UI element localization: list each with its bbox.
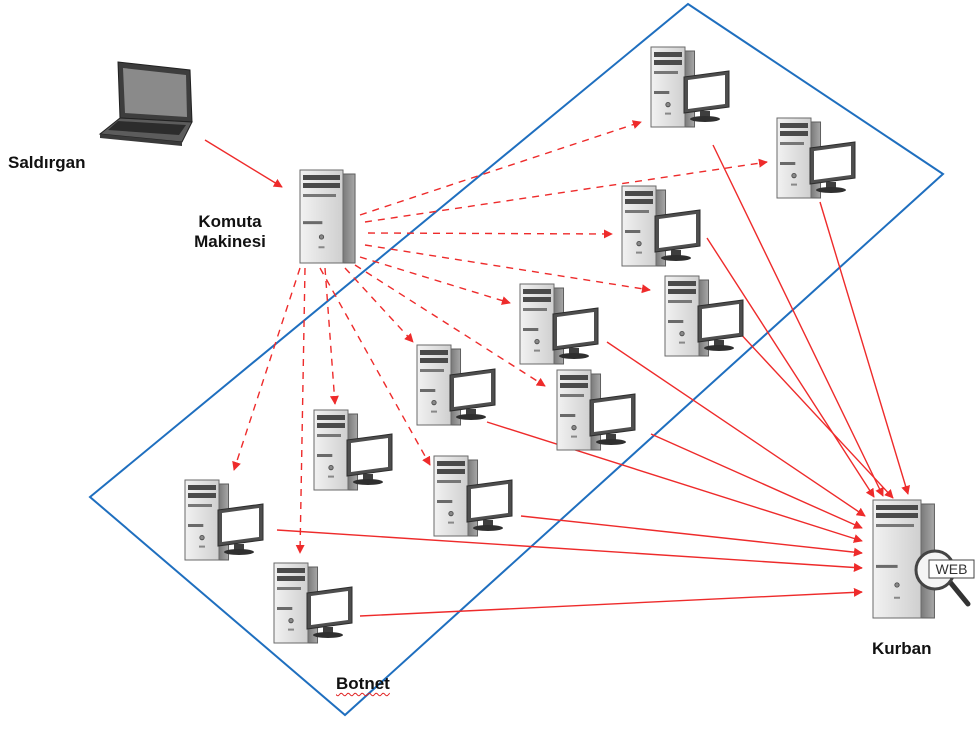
bot-monitor-icon bbox=[683, 70, 730, 122]
bot-computer-3 bbox=[621, 185, 701, 267]
arrow-bot-to-victim-10 bbox=[359, 587, 863, 617]
arrow-command-to-bot-9 bbox=[319, 267, 431, 466]
bot-tower-icon bbox=[184, 479, 230, 561]
arrow-bot-to-victim-8 bbox=[520, 515, 863, 557]
arrow-command-to-bot-6 bbox=[354, 264, 546, 387]
bot-computer-1 bbox=[650, 46, 730, 128]
victim-label: Kurban bbox=[872, 639, 932, 658]
bot-computer-6 bbox=[556, 369, 636, 451]
node-layer: WEB bbox=[98, 46, 975, 644]
bot-monitor-icon bbox=[346, 433, 393, 485]
arrow-command-to-bot-5 bbox=[359, 256, 511, 305]
bot-monitor-icon bbox=[552, 307, 599, 359]
bot-monitor-icon bbox=[589, 393, 636, 445]
arrow-command-to-bot-10 bbox=[232, 267, 301, 471]
bot-monitor-icon bbox=[217, 503, 264, 555]
web-badge-text: WEB bbox=[936, 561, 968, 577]
arrow-bot-to-victim-1 bbox=[712, 144, 884, 497]
arrow-command-to-bot-1 bbox=[359, 120, 642, 216]
arrow-bot-to-victim-7 bbox=[486, 421, 863, 543]
bot-computer-7 bbox=[416, 344, 496, 426]
arrow-command-to-bot-2 bbox=[364, 158, 768, 223]
botnet-boundary bbox=[88, 2, 945, 717]
attacker-laptop-icon bbox=[98, 61, 193, 146]
command-machine-label-line1: Komuta bbox=[198, 212, 262, 231]
bot-computer-8 bbox=[313, 409, 393, 491]
bot-monitor-icon bbox=[654, 209, 701, 261]
victim-web-server-icon: WEB bbox=[872, 499, 975, 619]
arrow-command-to-bot-3 bbox=[367, 229, 613, 239]
command-machine-server-icon bbox=[299, 169, 356, 264]
botnet-label: Botnet bbox=[336, 674, 390, 693]
bot-monitor-icon bbox=[466, 479, 513, 531]
web-badge: WEB bbox=[928, 559, 975, 579]
arrow-command-to-bot-7 bbox=[344, 267, 414, 343]
arrow-command-to-bot-4 bbox=[364, 244, 651, 294]
bot-computer-2 bbox=[776, 117, 856, 199]
bot-computer-9 bbox=[433, 455, 513, 537]
bot-monitor-icon bbox=[809, 141, 856, 193]
bot-monitor-icon bbox=[449, 368, 496, 420]
bot-monitor-icon bbox=[306, 586, 353, 638]
bot-computer-11 bbox=[273, 562, 353, 644]
command-machine-label: Komuta Makinesi bbox=[190, 212, 270, 252]
arrow-bot-to-victim-4 bbox=[736, 329, 894, 499]
bot-monitor-icon bbox=[697, 299, 744, 351]
arrow-attacker-to-command bbox=[204, 139, 283, 188]
bot-computer-5 bbox=[519, 283, 599, 365]
arrow-bot-to-victim-2 bbox=[819, 201, 910, 495]
attacker-label: Saldırgan bbox=[8, 153, 86, 172]
arrow-layer bbox=[204, 120, 910, 617]
arrow-bot-to-victim-6 bbox=[650, 433, 863, 529]
command-machine-label-line2: Makinesi bbox=[194, 232, 266, 251]
arrow-bot-to-victim-5 bbox=[606, 341, 866, 517]
bot-computer-10 bbox=[184, 479, 264, 561]
bot-computer-4 bbox=[664, 275, 744, 357]
arrow-command-to-bot-11 bbox=[295, 267, 306, 554]
arrow-bot-to-victim-3 bbox=[706, 237, 875, 498]
arrow-command-to-bot-8 bbox=[324, 267, 339, 405]
arrow-bot-to-victim-9 bbox=[276, 529, 863, 572]
